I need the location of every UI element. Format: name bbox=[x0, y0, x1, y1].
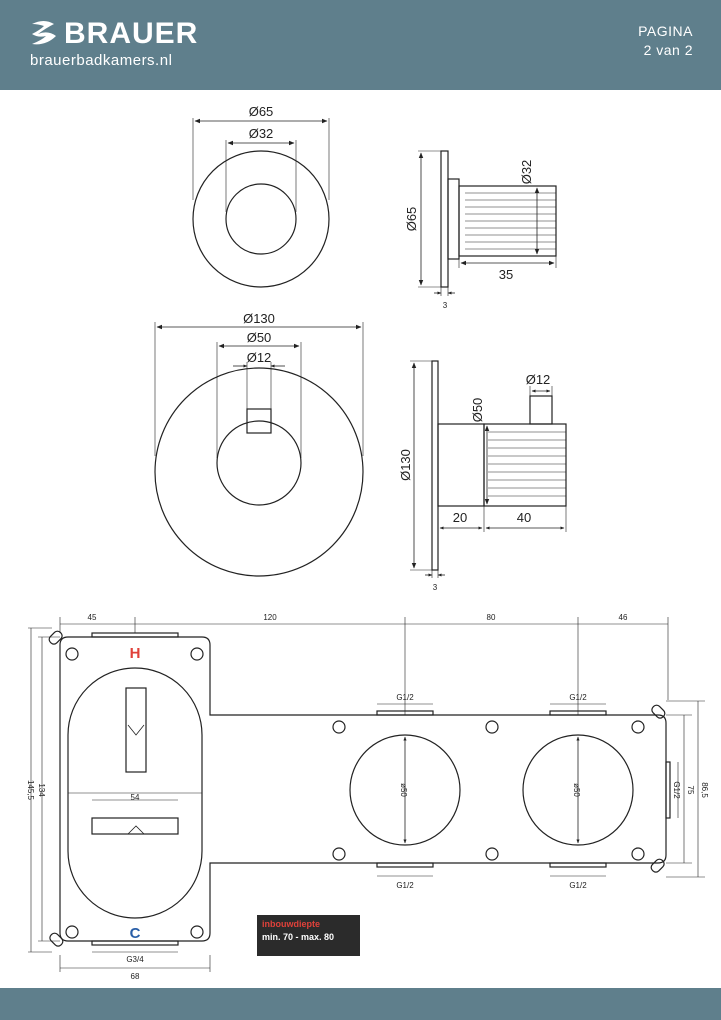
brand-url: brauerbadkamers.nl bbox=[30, 52, 173, 69]
inner-width-label: 54 bbox=[131, 793, 140, 802]
bottom-connection-port bbox=[91, 940, 179, 946]
brand-name: BRAUER bbox=[64, 17, 199, 50]
right-total-height-label: 86,5 bbox=[700, 782, 709, 798]
thermostat-side-view bbox=[410, 360, 567, 578]
connection-port bbox=[376, 862, 434, 868]
mount-tab bbox=[49, 932, 64, 947]
hot-label: H bbox=[130, 645, 141, 662]
top-knob-side-view bbox=[418, 150, 557, 296]
header-band: BRAUER brauerbadkamers.nl PAGINA 2 van 2 bbox=[0, 0, 721, 90]
thermostat-knob-circle bbox=[216, 420, 302, 506]
thermostat-spacer-label: 20 bbox=[453, 510, 467, 525]
thermostat-cover-plate bbox=[431, 360, 439, 571]
box-dim-label: 120 bbox=[263, 613, 277, 622]
bottom-width-label: 68 bbox=[131, 972, 140, 981]
thermostat-knob bbox=[483, 423, 567, 507]
connection-port bbox=[549, 862, 607, 868]
mount-tab bbox=[48, 630, 63, 645]
thermostat-front-view bbox=[154, 322, 364, 577]
cartridge-slot-horizontal bbox=[91, 817, 179, 835]
box-hole bbox=[332, 720, 346, 734]
top-connection bbox=[91, 632, 179, 638]
thermostat-side-stem-label: Ø12 bbox=[526, 372, 551, 387]
box-outline bbox=[59, 636, 667, 942]
connection-label: G1/2 bbox=[396, 881, 414, 890]
total-height-label: 145,5 bbox=[26, 780, 35, 801]
box-dim-label: 80 bbox=[487, 613, 496, 622]
thermostat-knob-dia-label: Ø50 bbox=[247, 330, 272, 345]
top-knob-outer-dia-label: Ø65 bbox=[249, 104, 274, 119]
top-knob-outer-circle bbox=[192, 150, 330, 288]
valve-dia-label: ø50 bbox=[399, 783, 408, 797]
valve-circle bbox=[522, 734, 634, 846]
box-hole bbox=[485, 720, 499, 734]
top-knob-inner-dia-label: Ø32 bbox=[249, 126, 274, 141]
brauer-logo-icon bbox=[32, 21, 56, 45]
side-connection-label: G1/2 bbox=[672, 781, 681, 799]
brand: BRAUER brauerbadkamers.nl bbox=[28, 17, 199, 70]
cold-label: C bbox=[130, 925, 141, 942]
side-connection-port bbox=[665, 761, 671, 819]
install-depth-title: inbouwdiepte bbox=[262, 919, 320, 929]
top-knob-plate-label: 3 bbox=[443, 301, 448, 310]
thermostat-spacer bbox=[437, 423, 485, 507]
valve-circle bbox=[349, 734, 461, 846]
installation-box bbox=[28, 617, 705, 972]
top-knob-front-view bbox=[192, 118, 330, 288]
thermostat-stem bbox=[246, 408, 272, 434]
thermostat-side-knob-dia-label: Ø50 bbox=[470, 398, 485, 423]
footer-band bbox=[0, 988, 721, 1020]
install-depth-value: min. 70 - max. 80 bbox=[262, 932, 335, 942]
valve-dia-label: ø50 bbox=[572, 783, 581, 797]
box-hole bbox=[631, 847, 645, 861]
thermostat-height-label: Ø130 bbox=[398, 449, 413, 481]
mount-tab bbox=[650, 858, 665, 873]
page-number: 2 van 2 bbox=[643, 42, 693, 58]
box-hole bbox=[190, 925, 204, 939]
thermostat-knob-length-label: 40 bbox=[517, 510, 531, 525]
cartridge-slot-vertical bbox=[125, 687, 147, 773]
box-hole bbox=[485, 847, 499, 861]
top-knob-cover-plate bbox=[440, 150, 449, 288]
thermostat-rosette-circle bbox=[154, 367, 364, 577]
thermostat-outer-dia-label: Ø130 bbox=[243, 311, 275, 326]
connection-label: G1/2 bbox=[569, 881, 587, 890]
thermostat-side-stem bbox=[529, 395, 553, 425]
top-knob-spacer bbox=[447, 178, 460, 260]
top-knob-side-dia-label: Ø32 bbox=[519, 160, 534, 185]
thermostat-stem-dia-label: Ø12 bbox=[247, 350, 272, 365]
top-knob-length-label: 35 bbox=[499, 267, 513, 282]
page-label: PAGINA bbox=[638, 23, 693, 39]
box-hole bbox=[332, 847, 346, 861]
box-hole bbox=[190, 647, 204, 661]
box-hole bbox=[65, 925, 79, 939]
bottom-connection-label: G3/4 bbox=[126, 955, 144, 964]
connection-label: G1/2 bbox=[569, 693, 587, 702]
page-indicator: PAGINA 2 van 2 bbox=[638, 22, 693, 60]
top-knob-inner-circle bbox=[225, 183, 297, 255]
top-knob-height-label: Ø65 bbox=[404, 207, 419, 232]
box-hole bbox=[65, 647, 79, 661]
box-hole bbox=[631, 720, 645, 734]
install-depth-box: inbouwdiepte min. 70 - max. 80 bbox=[257, 915, 360, 956]
box-dim-label: 45 bbox=[88, 613, 97, 622]
mount-tab bbox=[651, 704, 666, 719]
box-height-label: 134 bbox=[37, 783, 46, 797]
connection-label: G1/2 bbox=[396, 693, 414, 702]
box-dim-label: 46 bbox=[619, 613, 628, 622]
thermostat-plate-label: 3 bbox=[433, 583, 438, 592]
right-height-label: 75 bbox=[686, 786, 695, 795]
